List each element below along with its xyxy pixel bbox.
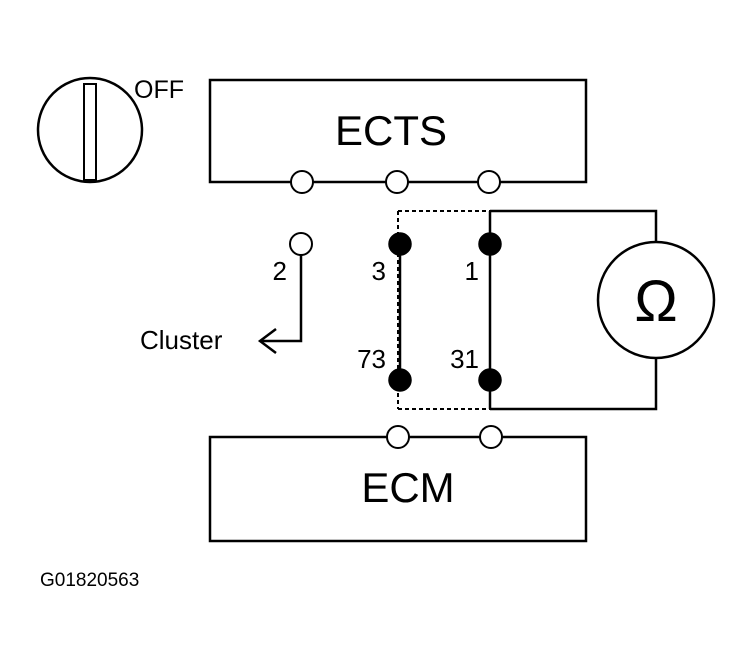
ecm-label: ECM xyxy=(361,464,454,511)
pin-2-label: 2 xyxy=(273,256,287,286)
cluster-wire xyxy=(262,255,303,343)
ecm-terminal-left xyxy=(386,425,410,449)
meter-lead-bottom xyxy=(490,355,658,411)
ects-label: ECTS xyxy=(335,107,447,154)
pin-3-label: 3 xyxy=(372,256,386,286)
ecm-terminal-right xyxy=(479,425,503,449)
filled-pins xyxy=(388,232,502,392)
ohmmeter-icon xyxy=(596,240,716,360)
meter-lead-top xyxy=(490,209,658,246)
ohm-symbol: Ω xyxy=(634,269,677,334)
cluster-arrow-icon xyxy=(257,328,277,354)
pin-3-dot xyxy=(388,232,412,256)
pin-73-dot xyxy=(388,368,412,392)
test-harness-outline xyxy=(397,210,490,410)
cluster-label: Cluster xyxy=(140,325,223,355)
pin-31-dot xyxy=(478,368,502,392)
ects-terminal-middle xyxy=(385,170,409,194)
figure-id: G01820563 xyxy=(40,570,139,591)
ignition-switch-icon xyxy=(36,76,144,184)
pin-1-dot xyxy=(478,232,502,256)
pin-1-label: 1 xyxy=(465,256,479,286)
ects-box xyxy=(208,78,588,184)
open-terminals xyxy=(289,170,503,449)
ects-terminal-right xyxy=(477,170,501,194)
switch-position-label: OFF xyxy=(134,76,184,104)
pin-2-terminal xyxy=(289,232,313,256)
pin-73-label: 73 xyxy=(357,344,386,374)
pin-31-label: 31 xyxy=(450,344,479,374)
ects-terminal-left xyxy=(290,170,314,194)
